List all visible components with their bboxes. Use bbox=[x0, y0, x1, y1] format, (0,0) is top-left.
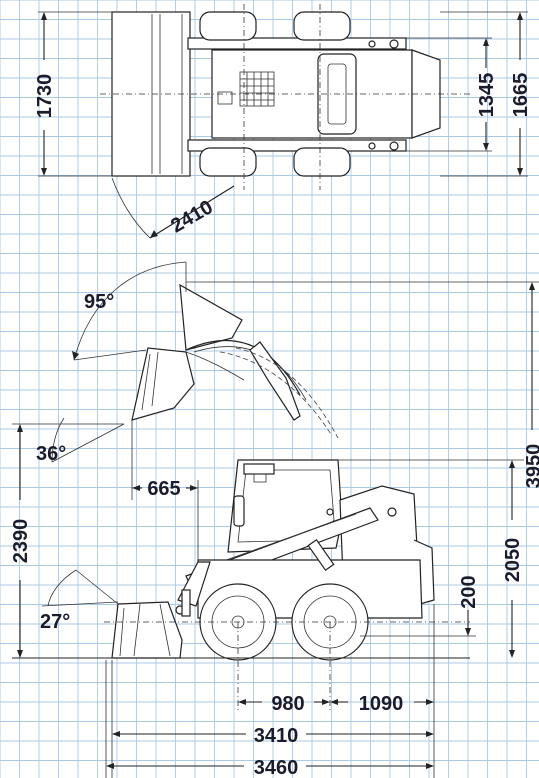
dim-label: 3460 bbox=[254, 757, 299, 778]
dim-2050: 2050 bbox=[338, 459, 524, 658]
dim-3410: 3410 bbox=[111, 660, 434, 778]
dim-label: 665 bbox=[147, 478, 180, 500]
dim-label: 200 bbox=[458, 575, 480, 608]
top-view bbox=[100, 4, 470, 190]
dim-2390: 2390 bbox=[10, 423, 124, 658]
dim-1730: 1730 bbox=[34, 11, 112, 177]
angle-27: 27° bbox=[40, 569, 119, 633]
top-tire bbox=[199, 11, 257, 41]
dim-label: 3950 bbox=[523, 444, 539, 489]
angle-95: 95° bbox=[72, 261, 187, 361]
dim-200: 200 bbox=[360, 575, 480, 637]
top-tire bbox=[293, 147, 351, 177]
angle-label: 95° bbox=[84, 291, 114, 313]
machine-side-view bbox=[111, 459, 435, 661]
dim-label: 1345 bbox=[476, 73, 498, 118]
angle-36: 36° bbox=[36, 417, 125, 465]
dim-3460: 3460 bbox=[105, 660, 434, 778]
top-tire bbox=[199, 147, 257, 177]
dim-label: 1665 bbox=[510, 73, 532, 118]
angle-label: 36° bbox=[36, 443, 66, 465]
top-arm-left bbox=[187, 37, 407, 50]
dim-label: 1730 bbox=[34, 74, 56, 119]
dim-label: 2390 bbox=[10, 519, 32, 564]
dim-1345-1665: 1345 1665 bbox=[406, 11, 532, 177]
dim-label: 1090 bbox=[359, 693, 404, 715]
dim-980-1090: 980 1090 bbox=[238, 604, 435, 778]
dim-665: 665 bbox=[131, 420, 199, 560]
dim-label: 2050 bbox=[502, 538, 524, 583]
dim-2410: 2410 bbox=[111, 177, 235, 239]
dim-label: 980 bbox=[271, 693, 304, 715]
angle-label: 27° bbox=[40, 611, 70, 633]
dim-label: 2410 bbox=[167, 196, 217, 237]
top-tire bbox=[293, 11, 351, 41]
raised-arm-position bbox=[131, 283, 339, 439]
dim-label: 3410 bbox=[254, 725, 299, 747]
top-bucket bbox=[111, 11, 191, 177]
dim-3950: 3950 bbox=[186, 281, 539, 489]
top-vent-grid bbox=[239, 71, 275, 107]
